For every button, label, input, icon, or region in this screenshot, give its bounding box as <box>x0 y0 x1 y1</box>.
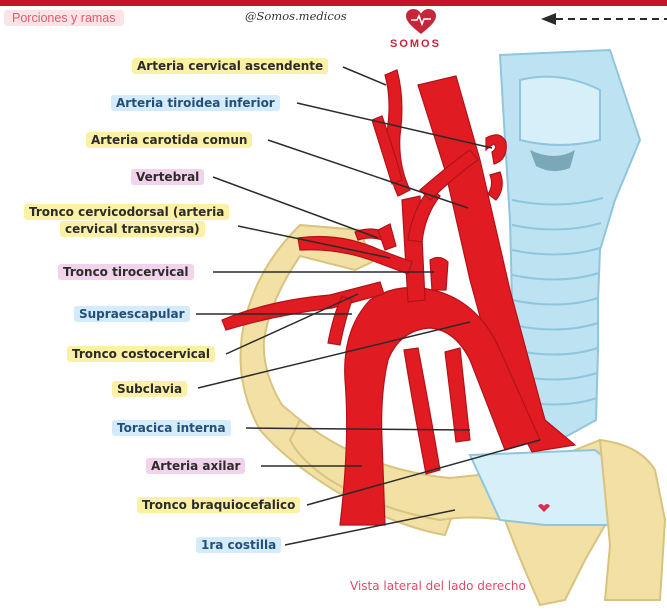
subtitle: Porciones y ramas <box>4 10 124 26</box>
label-primera-costilla: 1ra costilla <box>196 537 281 553</box>
label-tronco-tirocervical: Tronco tirocervical <box>58 264 194 280</box>
label-tronco-cervicodorsal-line2: cervical transversa) <box>60 221 205 237</box>
heart-pulse-icon <box>406 9 436 35</box>
label-arteria-tiroidea-inferior: Arteria tiroidea inferior <box>111 95 280 111</box>
title-strip <box>0 0 667 6</box>
label-supraescapular: Supraescapular <box>74 306 190 322</box>
view-caption: Vista lateral del lado derecho <box>350 579 526 593</box>
dashed-arrow-icon <box>541 13 667 25</box>
label-vertebral: Vertebral <box>131 169 204 185</box>
label-arteria-cervical-ascendente: Arteria cervical ascendente <box>132 58 328 74</box>
label-tronco-braquiocefalico: Tronco braquiocefalico <box>137 497 300 513</box>
label-tronco-cervicodorsal-line1: Tronco cervicodorsal (arteria <box>24 204 229 220</box>
label-subclavia: Subclavia <box>112 381 187 397</box>
label-toracica-interna: Toracica interna <box>112 420 231 436</box>
label-tronco-costocervical: Tronco costocervical <box>67 346 215 362</box>
author-handle: @Somos.medicos <box>245 9 347 23</box>
logo-text: SOMOS <box>390 38 441 50</box>
label-arteria-carotida-comun: Arteria carotida comun <box>86 132 252 148</box>
label-arteria-axilar: Arteria axilar <box>146 458 245 474</box>
